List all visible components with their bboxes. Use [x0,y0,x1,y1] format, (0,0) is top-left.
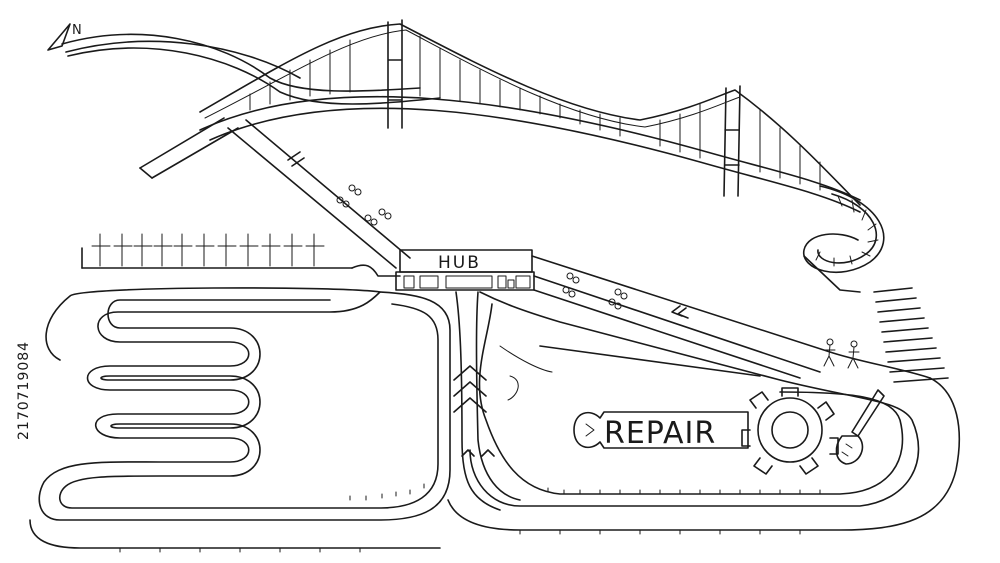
pedestrian-icon [823,338,860,369]
stock-id-label: 2170719084 [16,341,32,440]
gear-icon [741,387,839,475]
elevated-bikeway [227,119,411,269]
serpentine-track [29,287,451,553]
approach-ramp [61,33,441,179]
screwdriver-icon [835,389,885,465]
chevron-icon [453,365,495,457]
repair-label: REPAIR [604,416,716,451]
hub-building: HUB [395,249,535,291]
chevron-icon [287,151,305,167]
hub-exit-bikeway [531,255,931,379]
chevron-icon [671,305,689,319]
north-label: N [72,23,82,38]
repair-loop-road [447,291,961,535]
bicycle-icon [562,272,628,310]
bike-parking [81,233,401,277]
suspension-bridge [199,19,885,293]
center-connector [453,291,521,511]
crosswalk [873,287,949,383]
bicycle-icon [336,184,392,226]
repair-sign: REPAIR [573,387,885,475]
north-arrow-icon: N [47,23,82,51]
hub-label: HUB [438,253,481,273]
wrench-icon [573,411,749,449]
